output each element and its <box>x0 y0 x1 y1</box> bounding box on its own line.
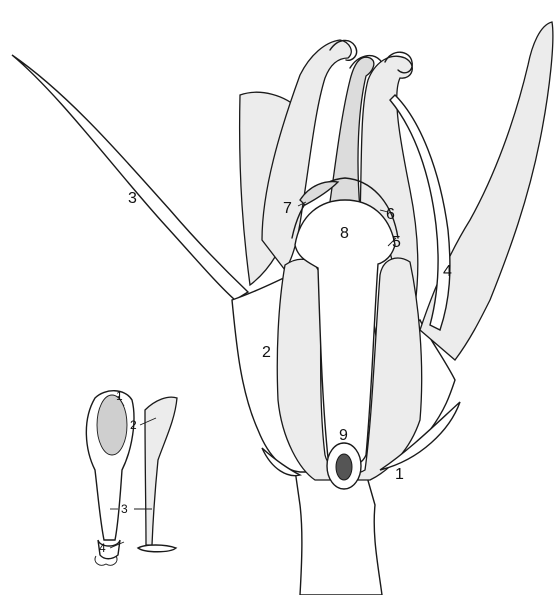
label-main-5: 5 <box>392 234 401 251</box>
inset-stamen-side <box>145 397 177 545</box>
label-main-2: 2 <box>262 344 271 361</box>
label-inset-4: 4 <box>99 541 106 555</box>
label-inset-3: 3 <box>121 502 128 516</box>
label-main-1: 1 <box>395 466 404 483</box>
label-main-7: 7 <box>283 200 292 217</box>
label-main-3: 3 <box>128 190 137 207</box>
left-bract <box>12 55 248 300</box>
label-inset-2: 2 <box>130 418 137 432</box>
stem <box>295 470 382 595</box>
label-main-4: 4 <box>443 263 452 280</box>
label-main-8: 8 <box>340 225 349 242</box>
inset-stamen-foot <box>138 545 176 552</box>
label-main-9: 9 <box>339 427 348 444</box>
label-main-6: 6 <box>386 206 395 223</box>
ovule-inner <box>336 454 352 480</box>
label-inset-1: 1 <box>116 389 123 403</box>
